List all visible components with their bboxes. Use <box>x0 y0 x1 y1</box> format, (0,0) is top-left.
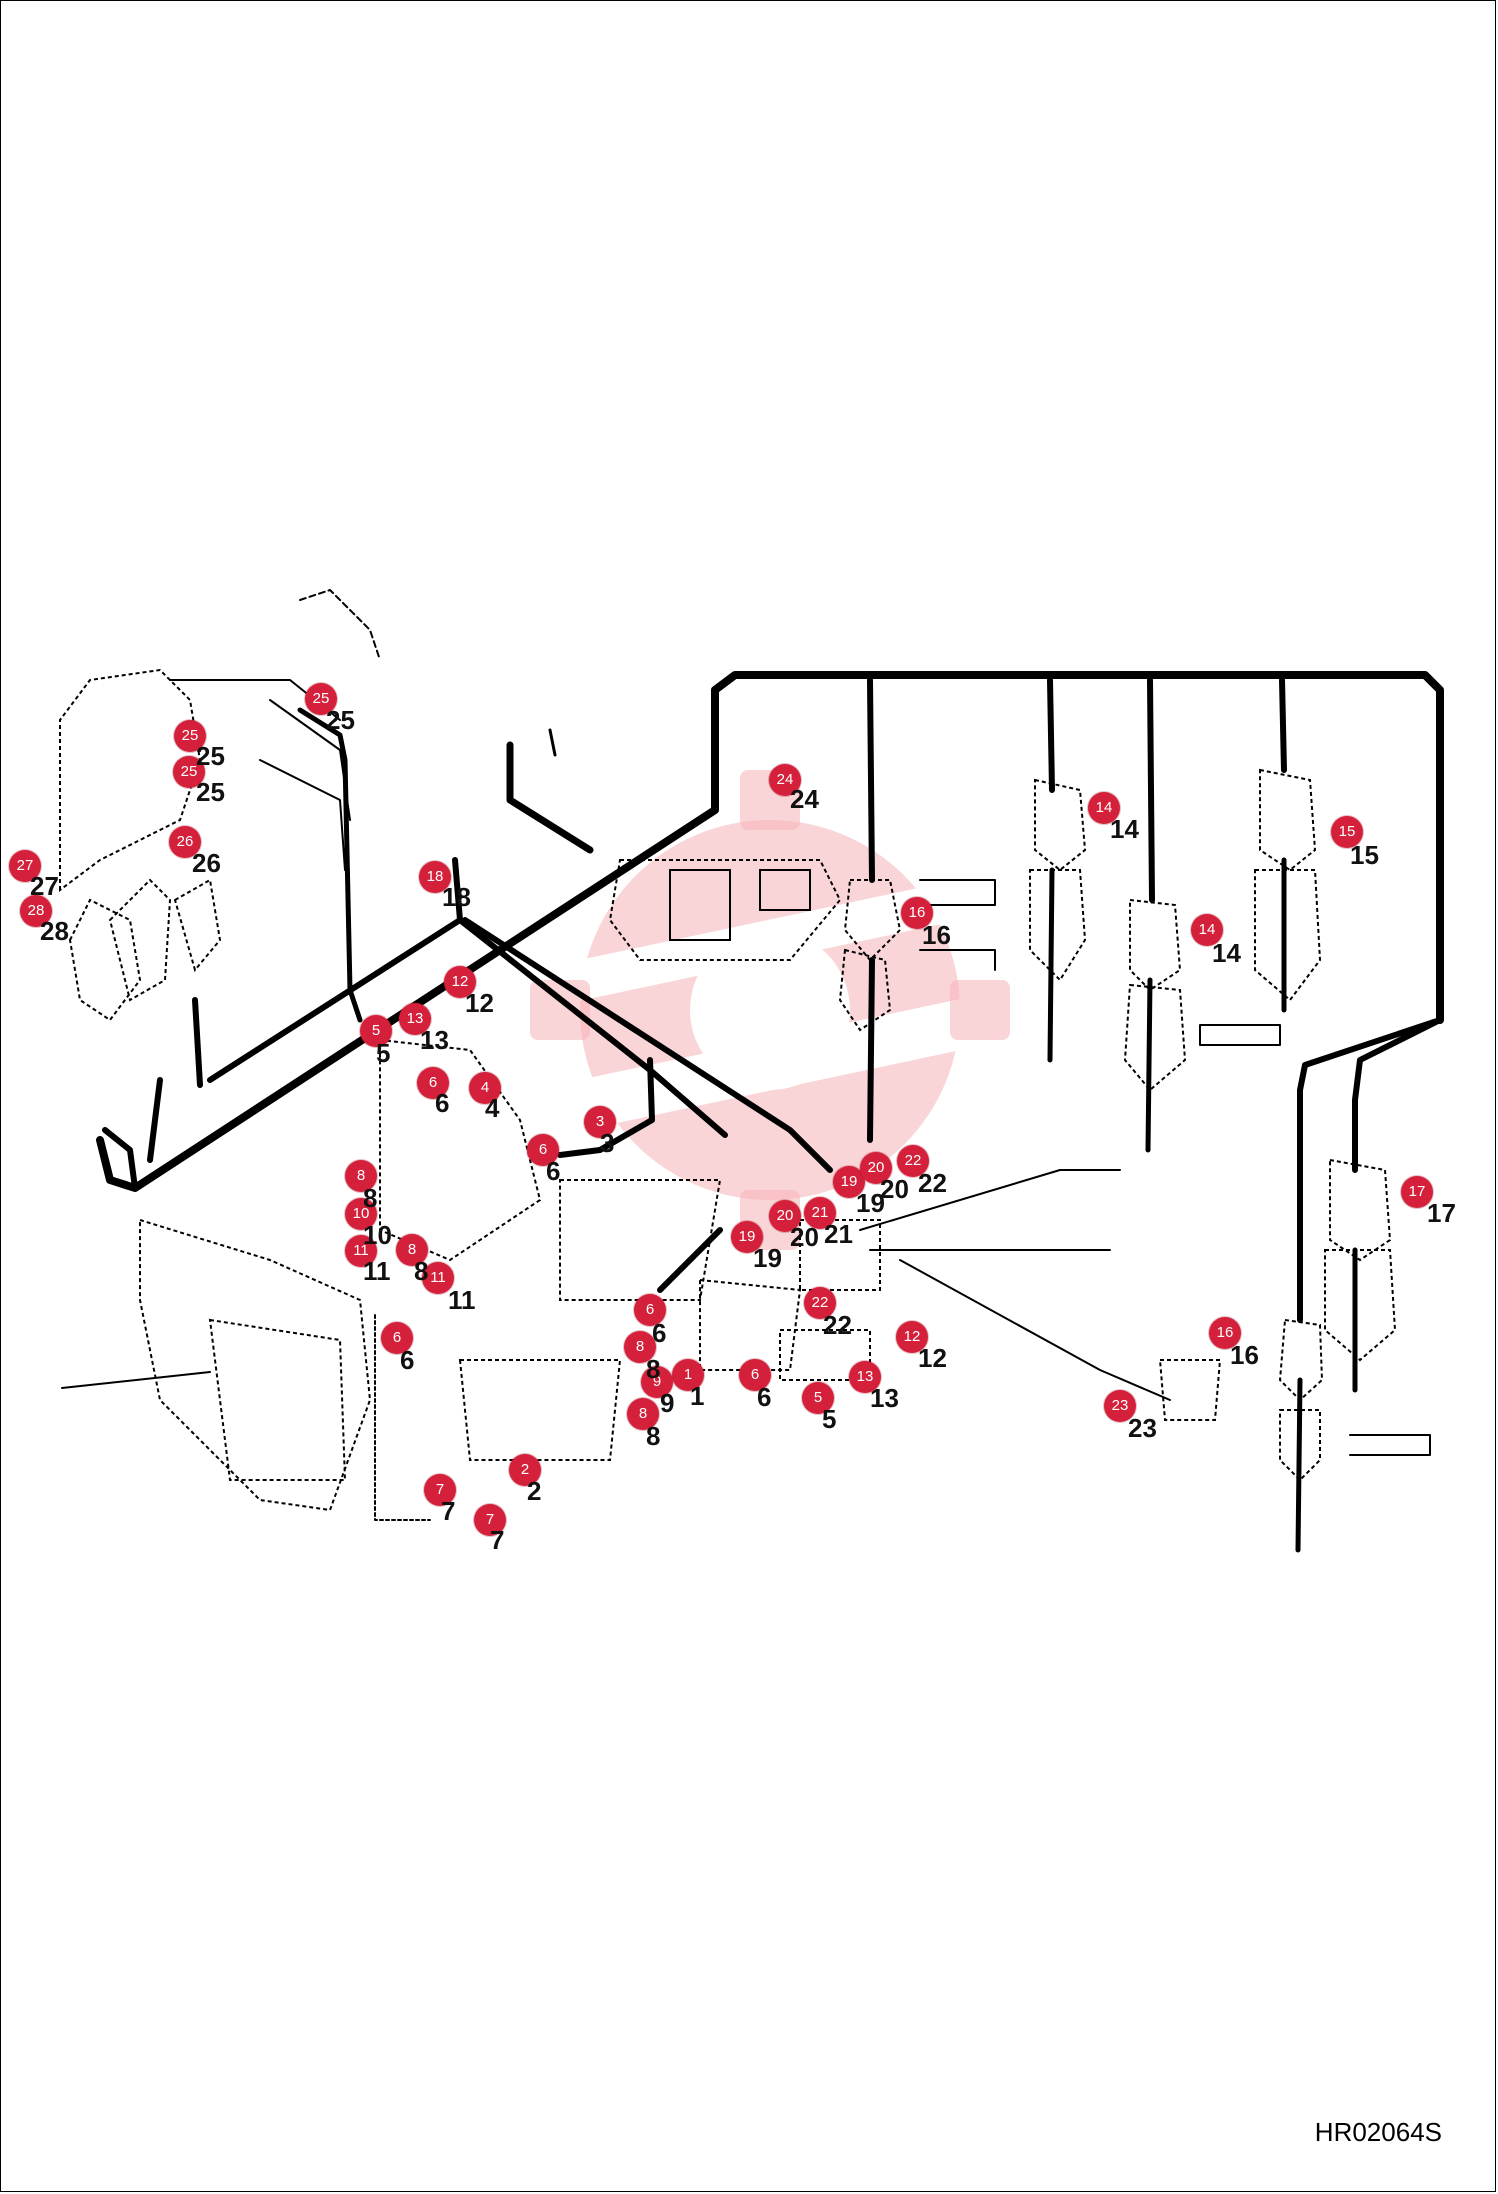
part-label-6: 6 <box>400 1345 415 1375</box>
part-label-25: 25 <box>196 777 225 807</box>
part-label-19: 19 <box>753 1243 782 1273</box>
callout-28[interactable]: 28 <box>20 895 52 927</box>
callout-19[interactable]: 19 <box>833 1166 865 1198</box>
callout-12[interactable]: 12 <box>896 1321 928 1353</box>
callout-18[interactable]: 18 <box>419 861 451 893</box>
callout-14[interactable]: 14 <box>1191 914 1223 946</box>
part-label-14: 14 <box>1110 814 1139 844</box>
callout-22[interactable]: 22 <box>897 1145 929 1177</box>
part-label-26: 26 <box>192 848 221 878</box>
part-label-20: 20 <box>790 1222 819 1252</box>
part-label-13: 13 <box>420 1025 449 1055</box>
callout-8[interactable]: 8 <box>627 1398 659 1430</box>
callout-8[interactable]: 8 <box>396 1234 428 1266</box>
callout-12[interactable]: 12 <box>444 966 476 998</box>
callout-22[interactable]: 22 <box>804 1287 836 1319</box>
callout-5[interactable]: 5 <box>802 1382 834 1414</box>
callout-4[interactable]: 4 <box>469 1072 501 1104</box>
part-label-21: 21 <box>824 1219 853 1249</box>
part-label-8: 8 <box>646 1421 661 1451</box>
drawing-code: HR02064S <box>1314 2117 1442 2147</box>
callout-11[interactable]: 11 <box>345 1235 377 1267</box>
callout-17[interactable]: 17 <box>1401 1176 1433 1208</box>
part-label-7: 7 <box>490 1525 505 1555</box>
part-label-2: 2 <box>527 1476 542 1506</box>
callout-6[interactable]: 6 <box>634 1294 666 1326</box>
part-label-16: 16 <box>922 920 951 950</box>
part-label-23: 23 <box>1128 1413 1157 1443</box>
part-label-4: 4 <box>485 1093 500 1123</box>
callout-14[interactable]: 14 <box>1088 792 1120 824</box>
part-label-5: 5 <box>822 1404 837 1434</box>
part-label-11: 11 <box>448 1285 476 1315</box>
part-label-3: 3 <box>600 1128 615 1158</box>
callout-8[interactable]: 8 <box>624 1331 656 1363</box>
callout-16[interactable]: 16 <box>1209 1317 1241 1349</box>
callout-15[interactable]: 15 <box>1331 816 1363 848</box>
callout-8[interactable]: 8 <box>345 1160 377 1192</box>
part-label-20: 20 <box>880 1174 909 1204</box>
part-label-12: 12 <box>465 988 494 1018</box>
part-label-24: 24 <box>790 784 819 814</box>
part-label-10: 10 <box>363 1220 392 1250</box>
callout-2[interactable]: 2 <box>509 1454 541 1486</box>
part-label-15: 15 <box>1350 840 1379 870</box>
part-label-17: 17 <box>1427 1198 1456 1228</box>
callout-10[interactable]: 10 <box>345 1198 377 1230</box>
part-label-6: 6 <box>546 1156 561 1186</box>
callout-24[interactable]: 24 <box>769 764 801 796</box>
callout-3[interactable]: 3 <box>584 1106 616 1138</box>
part-label-22: 22 <box>823 1310 852 1340</box>
callout-20[interactable]: 20 <box>769 1200 801 1232</box>
callout-9[interactable]: 9 <box>641 1366 673 1398</box>
callout-13[interactable]: 13 <box>399 1003 431 1035</box>
callout-6[interactable]: 6 <box>417 1067 449 1099</box>
part-label-25: 25 <box>196 741 225 771</box>
part-label-11: 11 <box>363 1256 391 1286</box>
part-label-28: 28 <box>40 916 69 946</box>
part-label-7: 7 <box>441 1496 456 1526</box>
callout-26[interactable]: 26 <box>169 826 201 858</box>
callout-20[interactable]: 20 <box>860 1152 892 1184</box>
part-label-6: 6 <box>757 1382 772 1412</box>
part-label-5: 5 <box>376 1038 391 1068</box>
part-label-12: 12 <box>918 1343 947 1373</box>
part-label-25: 25 <box>326 705 355 735</box>
part-label-8: 8 <box>363 1183 378 1213</box>
part-label-14: 14 <box>1212 938 1241 968</box>
callout-21[interactable]: 21 <box>804 1197 836 1229</box>
part-label-6: 6 <box>435 1088 450 1118</box>
callout-25[interactable]: 25 <box>173 756 205 788</box>
callout-7[interactable]: 7 <box>424 1474 456 1506</box>
callout-1[interactable]: 1 <box>672 1359 704 1391</box>
part-label-22: 22 <box>918 1168 947 1198</box>
callout-19[interactable]: 19 <box>731 1221 763 1253</box>
part-label-19: 19 <box>856 1188 885 1218</box>
callout-5[interactable]: 5 <box>360 1015 392 1047</box>
callout-25[interactable]: 25 <box>174 720 206 752</box>
part-label-27: 27 <box>30 871 59 901</box>
callout-11[interactable]: 11 <box>422 1262 454 1294</box>
part-label-1: 1 <box>690 1381 705 1411</box>
callout-27[interactable]: 27 <box>9 850 41 882</box>
part-label-9: 9 <box>660 1388 675 1418</box>
part-label-8: 8 <box>646 1354 661 1384</box>
part-label-18: 18 <box>442 882 471 912</box>
callout-13[interactable]: 13 <box>849 1361 881 1393</box>
part-label-16: 16 <box>1230 1340 1259 1370</box>
part-label-8: 8 <box>414 1256 429 1286</box>
callout-23[interactable]: 23 <box>1104 1390 1136 1422</box>
callout-6[interactable]: 6 <box>527 1134 559 1166</box>
callout-25[interactable]: 25 <box>305 683 337 715</box>
callout-6[interactable]: 6 <box>739 1359 771 1391</box>
callout-16[interactable]: 16 <box>901 897 933 929</box>
part-label-13: 13 <box>870 1383 899 1413</box>
callout-6[interactable]: 6 <box>381 1322 413 1354</box>
part-label-6: 6 <box>652 1318 667 1348</box>
callout-7[interactable]: 7 <box>474 1504 506 1536</box>
